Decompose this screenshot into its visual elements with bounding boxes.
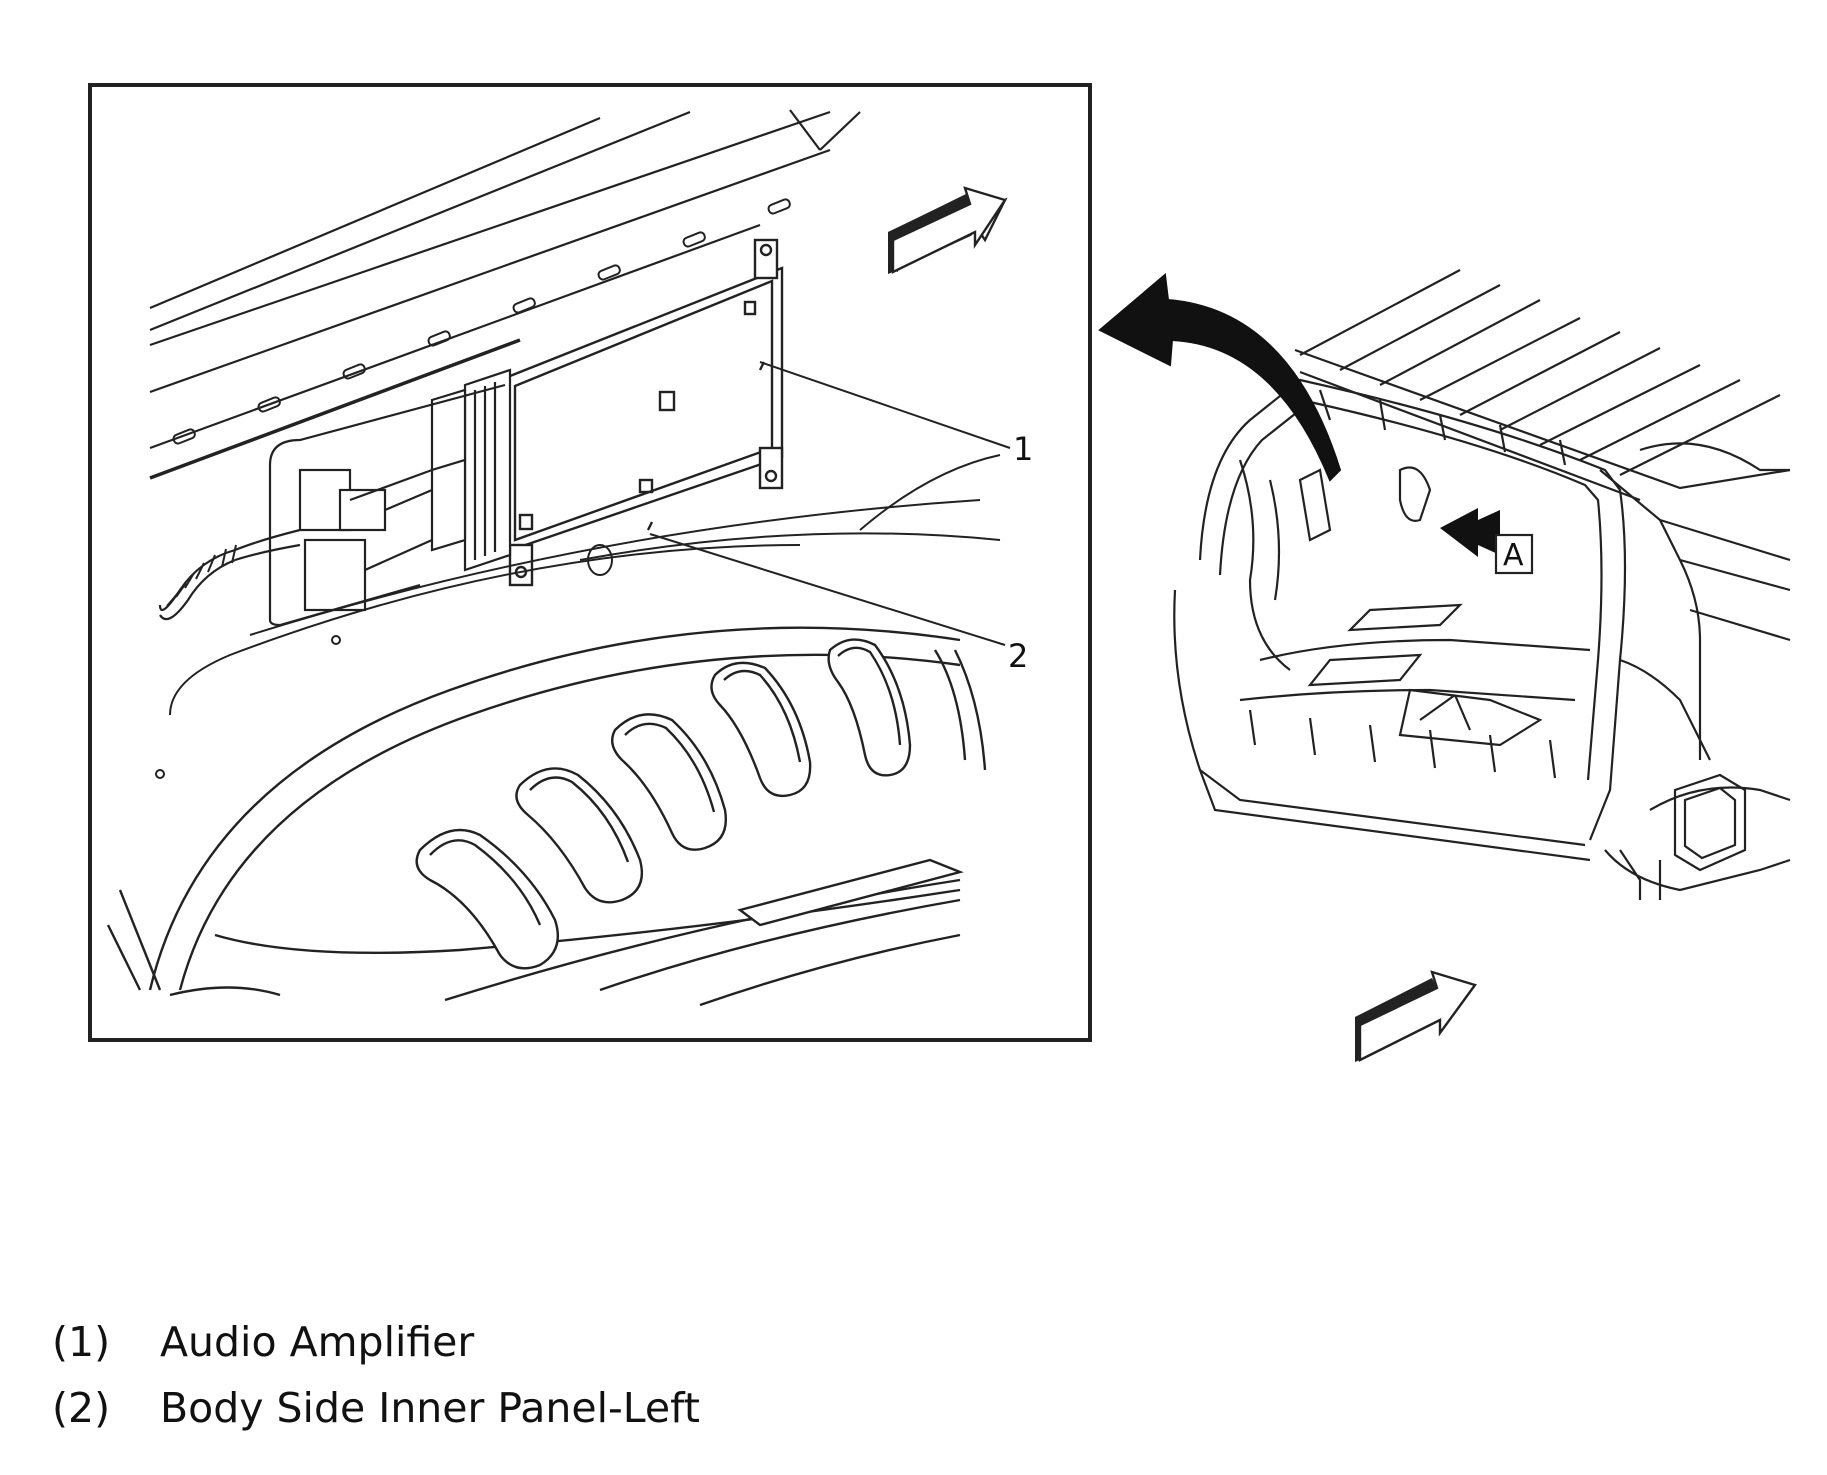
- view-a-box: [1494, 533, 1534, 575]
- view-a-arrow-icon: [1440, 508, 1500, 557]
- panel-slots: [172, 198, 791, 445]
- wheelhouse-ribs: [415, 638, 912, 970]
- legend-item: (1) Audio Amplifier: [52, 1318, 700, 1384]
- callout-1-number: 1: [1013, 430, 1033, 468]
- legend-number: (1): [52, 1318, 111, 1366]
- detail-view: 1 2: [88, 83, 1092, 1042]
- legend-item: (2) Body Side Inner Panel-Left: [52, 1384, 700, 1450]
- wheelhouse: [106, 626, 987, 1007]
- removal-arrow-icon: [1098, 273, 1342, 482]
- legend-label: Audio Amplifier: [160, 1318, 475, 1366]
- body-side-inner-panel: [155, 454, 1001, 779]
- legend: (1) Audio Amplifier (2) Body Side Inner …: [52, 1318, 700, 1450]
- vehicle-forward-arrow-icon: [1355, 970, 1477, 1062]
- callout-leaders: [649, 361, 1011, 646]
- view-a-label: A: [1503, 538, 1524, 573]
- vehicle-overview: [1173, 269, 1791, 900]
- legend-label: Body Side Inner Panel-Left: [160, 1384, 700, 1432]
- body-side-rails: [149, 109, 861, 480]
- detail-forward-arrow-icon: [888, 186, 1008, 274]
- legend-number: (2): [52, 1384, 111, 1432]
- callout-2-number: 2: [1008, 637, 1028, 675]
- installation-diagram: 1 2: [88, 83, 1791, 1062]
- wiring-harness: [158, 368, 512, 627]
